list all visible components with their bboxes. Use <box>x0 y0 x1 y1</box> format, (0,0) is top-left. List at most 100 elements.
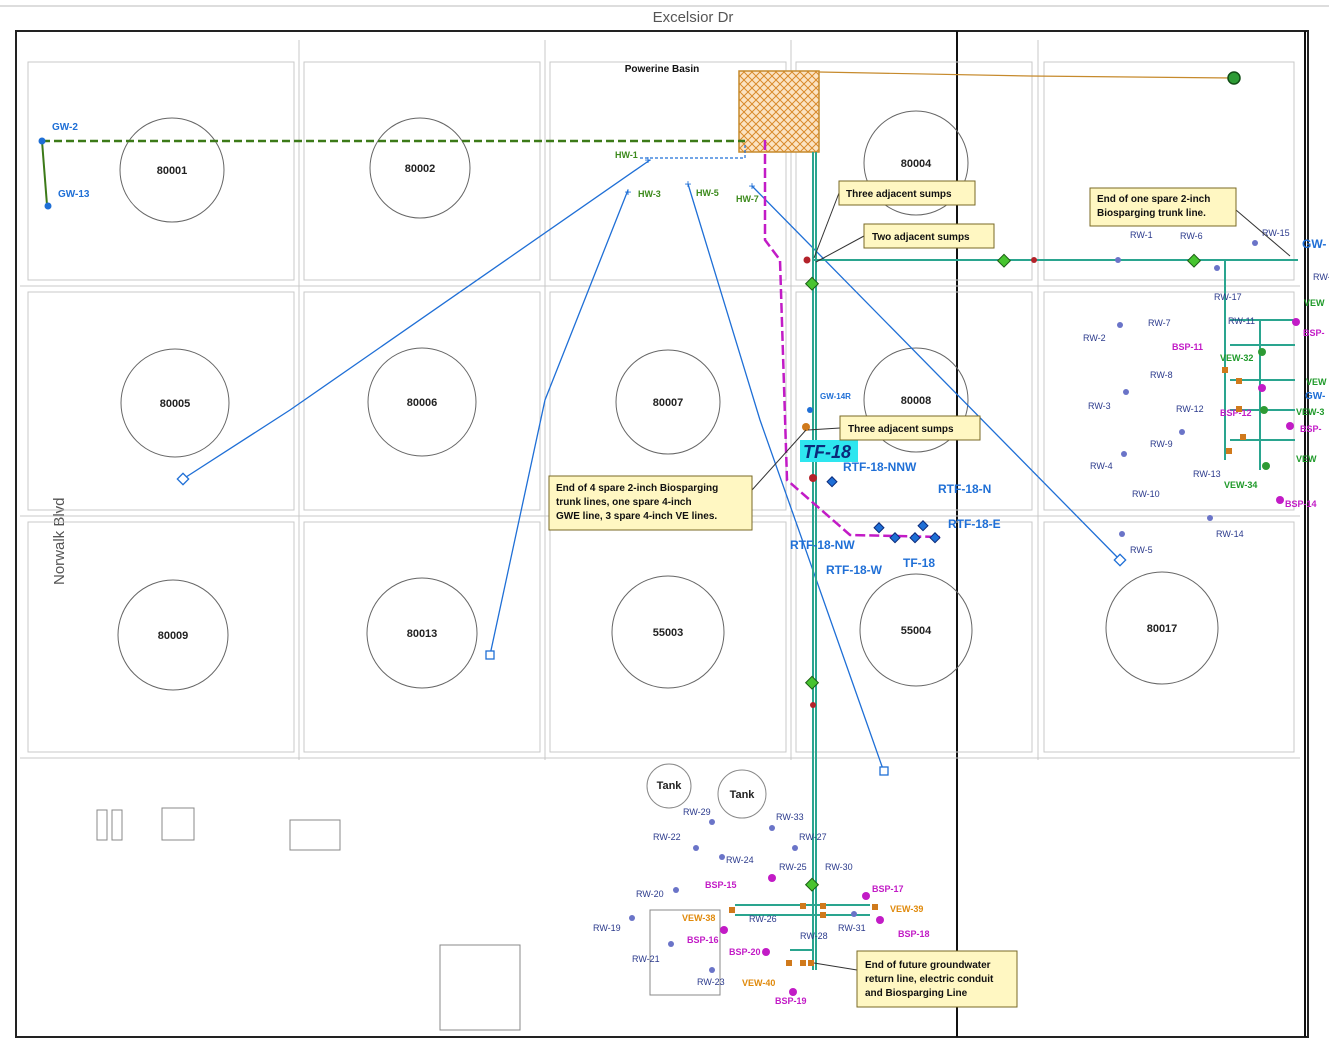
callout-text: return line, electric conduit <box>865 974 994 985</box>
callout-text: GWE line, 3 spare 4-inch VE lines. <box>556 511 717 522</box>
rw-marker <box>1121 451 1127 457</box>
hw-label: HW-5 <box>696 188 719 198</box>
rw-label: RW-33 <box>776 812 804 822</box>
callout-spare-lines: End of 4 spare 2-inch Biosparging trunk … <box>548 429 807 531</box>
hw-label: HW-3 <box>638 189 661 199</box>
rw-marker <box>629 915 635 921</box>
rw-label: RW-22 <box>653 832 681 842</box>
tank-label: 80009 <box>158 630 189 642</box>
rw-label: RW-11 <box>1228 316 1255 326</box>
rw-label: RW-7 <box>1148 318 1171 328</box>
well-label: RTF-18-E <box>948 517 1001 531</box>
tank-label: 55003 <box>653 627 684 639</box>
well-label: GW-14R <box>820 392 851 401</box>
well-label: RW-15 <box>1262 228 1290 238</box>
tank-label: 55004 <box>901 625 932 637</box>
rw-marker <box>769 825 775 831</box>
rtf-markers <box>826 476 941 544</box>
rw-marker <box>1207 515 1213 521</box>
rw-marker <box>709 967 715 973</box>
bsp-label: BSP-11 <box>1172 342 1203 352</box>
hw-marker: + <box>624 185 631 199</box>
street-excelsior-dr: Excelsior Dr <box>653 9 734 26</box>
bsp-south: BSP-15 BSP-17 BSP-16 BSP-18 BSP-20 BSP-1… <box>682 874 930 1006</box>
tank-label: 80001 <box>157 165 188 177</box>
rw-label: RW-3 <box>1088 401 1111 411</box>
trunk-line <box>735 152 1298 970</box>
callout-text: Three adjacent sumps <box>848 424 954 435</box>
hw-marker: + <box>644 153 651 167</box>
rw-marker <box>1179 429 1185 435</box>
callout-three-sumps-2: Three adjacent sumps <box>807 415 981 441</box>
vew-label: VEW-38 <box>682 913 715 923</box>
callout-two-sumps: Two adjacent sumps <box>815 223 995 263</box>
callout-spare-trunk: End of one spare 2-inch Biosparging trun… <box>1089 187 1291 257</box>
rw-label: RW-12 <box>1176 404 1204 414</box>
rw-label: RW-31 <box>838 923 866 933</box>
tank-label: 80007 <box>653 397 684 409</box>
callout-text: trunk lines, one spare 4-inch <box>556 497 692 508</box>
hw-wells: HW-1 HW-3 HW-5 HW-7 + + + + <box>615 150 759 204</box>
rw-label: RW-9 <box>1150 439 1173 449</box>
rw-label: RW-29 <box>683 807 711 817</box>
junction-diamonds <box>804 253 1202 892</box>
well-label: GW-2 <box>52 122 78 133</box>
rw-label: RW-17 <box>1214 292 1242 302</box>
hw-label: HW-7 <box>736 194 759 204</box>
sump-markers <box>802 256 1037 708</box>
rw-label: RW-5 <box>1130 545 1153 555</box>
rw-marker <box>1115 257 1121 263</box>
bsp-label: BSP-18 <box>898 929 930 939</box>
rw-label: RW-28 <box>800 931 828 941</box>
rw-marker <box>668 941 674 947</box>
rw-marker <box>673 887 679 893</box>
rw-marker <box>792 845 798 851</box>
well-label: GW- <box>1302 237 1326 251</box>
callout-text: and Biosparging Line <box>865 988 968 999</box>
rw-label: RW-8 <box>1150 370 1173 380</box>
rw-label: RW-27 <box>799 832 827 842</box>
orange-conduit-line <box>818 71 1233 79</box>
rw-east: RW-1 RW-6 RW-17 RW-7 RW-2 RW-11 RW-8 RW-… <box>1083 230 1329 555</box>
bsp-label: BSP-12 <box>1220 408 1252 418</box>
callout-text: End of one spare 2-inch <box>1097 194 1210 205</box>
blue-dashed-line <box>640 145 746 159</box>
small-tank-label: Tank <box>657 780 683 792</box>
bsp-label: BSP- <box>1303 328 1325 338</box>
callout-future-return: End of future groundwater return line, e… <box>813 950 1018 1008</box>
small-tank-label: Tank <box>730 789 756 801</box>
rw-label: RW-21 <box>632 954 660 964</box>
rw-label: RW- <box>1313 272 1329 282</box>
rw-label: RW-10 <box>1132 489 1160 499</box>
blue-line-endpoints <box>176 472 1127 776</box>
well-label: RTF-18-N <box>938 482 991 496</box>
callout-three-sumps-1: Three adjacent sumps <box>813 180 976 259</box>
tank-label: 80006 <box>407 397 438 409</box>
rw-label: RW-20 <box>636 889 664 899</box>
well-label: RTF-18-W <box>826 563 883 577</box>
rw-label: RW-4 <box>1090 461 1113 471</box>
rw-marker <box>851 911 857 917</box>
rw-label: RW-24 <box>726 855 754 865</box>
rw-marker <box>709 819 715 825</box>
rw-label: RW-1 <box>1130 230 1153 240</box>
magenta-biosparging-line <box>763 140 941 539</box>
well-label: TF-18 <box>903 556 935 570</box>
vew-label: VEW-32 <box>1220 353 1253 363</box>
tank-label: 80008 <box>901 395 932 407</box>
tank-label: 80017 <box>1147 623 1178 635</box>
callout-text: Three adjacent sumps <box>846 189 952 200</box>
tf18-highlight <box>800 440 858 462</box>
rw-label: RW-30 <box>825 862 853 872</box>
well-label: GW-13 <box>58 189 90 200</box>
blue-transport-lines <box>182 159 1121 773</box>
east-bsp-vew: BSP-11 BSP-12 BSP- BSP-14 BSP- VEW-32 VE… <box>1172 298 1327 509</box>
well-marker <box>807 407 813 413</box>
well-label: GW- <box>1305 391 1325 402</box>
vew-label: VEW <box>1306 377 1327 387</box>
hw-label: HW-1 <box>615 150 638 160</box>
bsp-label: BSP- <box>1300 424 1322 434</box>
rw-marker <box>693 845 699 851</box>
bsp-label: BSP-15 <box>705 880 737 890</box>
tank-label: 80004 <box>901 158 932 170</box>
